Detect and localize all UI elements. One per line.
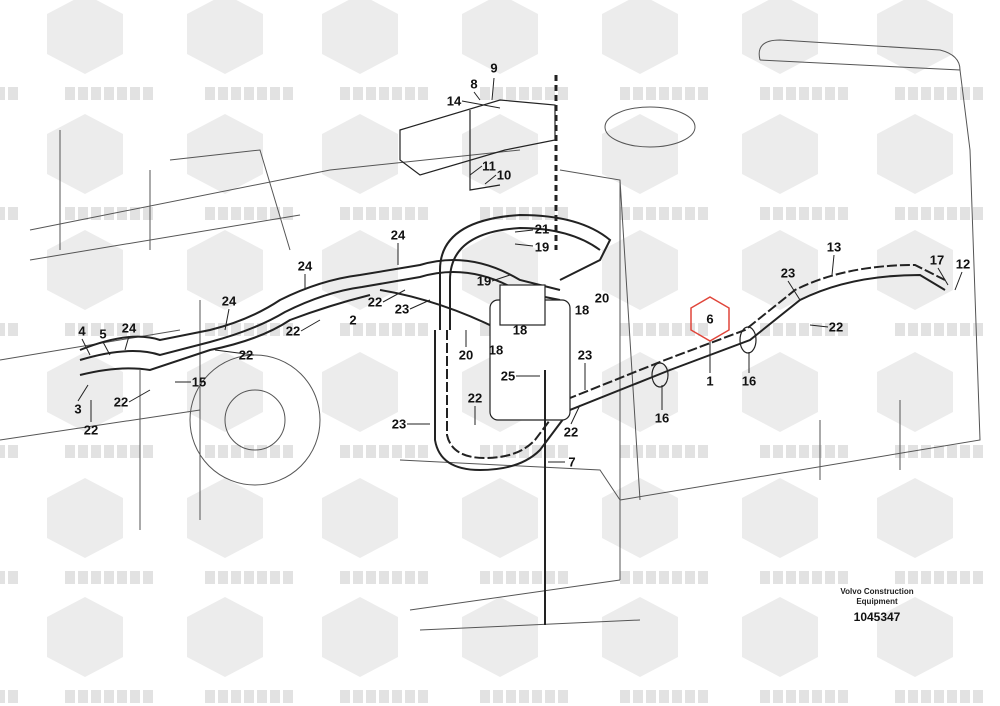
callout-label: 22 — [563, 424, 579, 440]
watermark-logo — [742, 478, 848, 584]
callout-label: 4 — [78, 323, 86, 339]
highlight-hexagon — [690, 296, 730, 342]
callout-label: 18 — [512, 322, 528, 338]
callout-label: 22 — [467, 390, 483, 406]
watermark-logo — [187, 478, 293, 584]
watermark-logo — [47, 352, 153, 458]
watermark-logo — [322, 597, 428, 703]
callout-label: 19 — [476, 273, 492, 289]
credit-line-2: Equipment — [856, 597, 898, 606]
callout-label: 16 — [741, 373, 757, 389]
bracket — [399, 99, 556, 191]
callout-label: 12 — [955, 256, 971, 272]
watermark-logo — [602, 478, 708, 584]
callout-label: 22 — [83, 422, 99, 438]
watermark-logo — [877, 478, 983, 584]
part-number: 1045347 — [853, 610, 901, 624]
watermark-logo — [0, 323, 18, 336]
callout-label: 22 — [367, 294, 383, 310]
callout-label: 23 — [391, 416, 407, 432]
callout-label: 25 — [500, 368, 516, 384]
callout-label: 15 — [191, 374, 207, 390]
callout-label: 23 — [394, 301, 410, 317]
watermark-logo — [602, 352, 708, 458]
watermark-logo — [0, 445, 18, 458]
watermark-logo — [602, 114, 708, 220]
watermark-logo — [877, 114, 983, 220]
watermark-logo — [462, 114, 568, 220]
watermark-logo — [187, 597, 293, 703]
callout-label: 8 — [470, 76, 478, 92]
hoses — [79, 213, 946, 472]
credit-line-1: Volvo Construction — [840, 587, 914, 596]
watermark-logo — [322, 114, 428, 220]
watermark-logo — [462, 0, 568, 100]
frame-outline — [0, 39, 981, 631]
watermark-logo — [322, 0, 428, 100]
callout-label: 18 — [574, 302, 590, 318]
credit-text: Volvo Construction Equipment — [832, 587, 922, 607]
callout-label: 13 — [826, 239, 842, 255]
callout-label: 24 — [297, 258, 313, 274]
watermark-logo — [877, 597, 983, 703]
watermark-logo — [187, 352, 293, 458]
watermark-logo — [742, 0, 848, 100]
callout-label: 22 — [828, 319, 844, 335]
callout-label: 22 — [113, 394, 129, 410]
watermark-logo — [742, 352, 848, 458]
callout-label: 21 — [534, 221, 550, 237]
watermark-logo — [877, 230, 983, 336]
watermark-logo — [877, 0, 983, 100]
watermark-logo — [742, 597, 848, 703]
callout-label: 16 — [654, 410, 670, 426]
leader-lines — [77, 77, 963, 463]
callout-label: 7 — [568, 454, 576, 470]
watermark-logo — [47, 597, 153, 703]
watermark-logo — [47, 0, 153, 100]
watermark-logo — [742, 230, 848, 336]
watermark-logo — [0, 690, 18, 703]
callout-label: 18 — [488, 342, 504, 358]
callout-label: 5 — [99, 326, 107, 342]
watermark-logo — [602, 230, 708, 336]
callout-label: 22 — [285, 323, 301, 339]
watermark-logo — [462, 478, 568, 584]
watermark-logo — [47, 230, 153, 336]
callout-label: 22 — [238, 347, 254, 363]
watermark-logo — [0, 571, 18, 584]
callout-label: 20 — [594, 290, 610, 306]
callout-label: 24 — [390, 227, 406, 243]
callout-label: 14 — [446, 93, 462, 109]
callout-label: 17 — [929, 252, 945, 268]
filter — [489, 284, 571, 421]
watermark-logo — [0, 87, 18, 100]
callout-label: 11 — [482, 158, 496, 174]
watermark-logo — [602, 0, 708, 100]
watermark-logo — [0, 207, 18, 220]
watermark-logo — [462, 597, 568, 703]
watermark-logo — [742, 114, 848, 220]
callout-label: 9 — [490, 60, 498, 76]
callout-label: 2 — [349, 312, 357, 328]
callout-label: 3 — [74, 401, 82, 417]
callout-label: 23 — [577, 347, 593, 363]
callout-label: 10 — [496, 167, 512, 183]
watermark-logo — [187, 0, 293, 100]
watermark-logo — [322, 478, 428, 584]
watermark-logo — [47, 478, 153, 584]
callout-label: 24 — [221, 293, 237, 309]
callout-label: 6 — [706, 311, 714, 327]
callout-label: 20 — [458, 347, 474, 363]
callout-label: 1 — [706, 373, 714, 389]
grommets — [651, 326, 757, 388]
callout-label: 24 — [121, 320, 137, 336]
watermark-logo — [322, 352, 428, 458]
callout-label: 23 — [780, 265, 796, 281]
watermark-logo — [602, 597, 708, 703]
callout-label: 19 — [534, 239, 550, 255]
watermark-logo — [47, 114, 153, 220]
